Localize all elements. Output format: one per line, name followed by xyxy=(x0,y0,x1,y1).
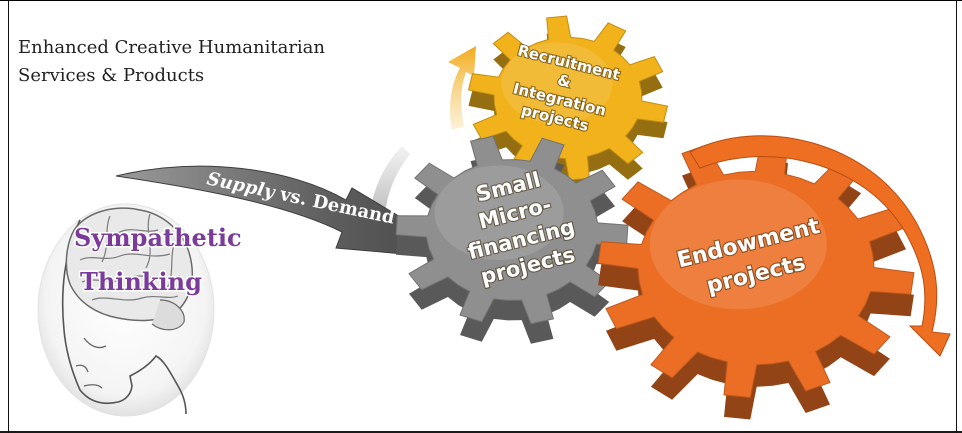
gray-gear-highlight xyxy=(434,165,564,261)
frame-top-border xyxy=(0,0,962,1)
title-line-1: Enhanced Creative Humanitarian xyxy=(18,37,326,58)
title-line-2: Services & Products xyxy=(18,65,205,86)
gray-gear xyxy=(395,135,629,344)
yellow-gear-face xyxy=(467,15,669,181)
head-label-line-1: Sympathetic xyxy=(74,223,242,252)
orange-gear-face xyxy=(597,137,915,399)
head-illustration: Sympathetic Thinking xyxy=(37,203,243,417)
diagram-title: Enhanced Creative Humanitarian Services … xyxy=(18,34,348,90)
yellow-curved-arrow xyxy=(448,46,476,130)
orange-gear xyxy=(597,137,915,420)
orange-gear-highlight xyxy=(649,179,827,310)
yellow-gear-highlight xyxy=(501,42,613,124)
cerebellum-outline xyxy=(151,299,185,331)
yellow-gear xyxy=(467,15,669,196)
face-detail-outline xyxy=(75,337,107,389)
yellow-gear-label-text: Recruitment&Integrationprojects xyxy=(502,41,622,139)
orange-curved-arrow xyxy=(689,135,951,357)
head-profile-outline xyxy=(61,219,187,415)
head-label-line-2: Thinking xyxy=(80,267,202,296)
yellow-gear-label: Recruitment&Integrationprojects xyxy=(502,40,623,139)
gray-gear-face xyxy=(395,135,629,325)
yellow-gear-label-text-line-2: & xyxy=(556,71,573,92)
frame-right-border xyxy=(956,0,957,433)
frame-left-border xyxy=(8,0,9,433)
frame-bottom-border xyxy=(0,431,962,433)
brain-fold-lines xyxy=(79,213,181,301)
